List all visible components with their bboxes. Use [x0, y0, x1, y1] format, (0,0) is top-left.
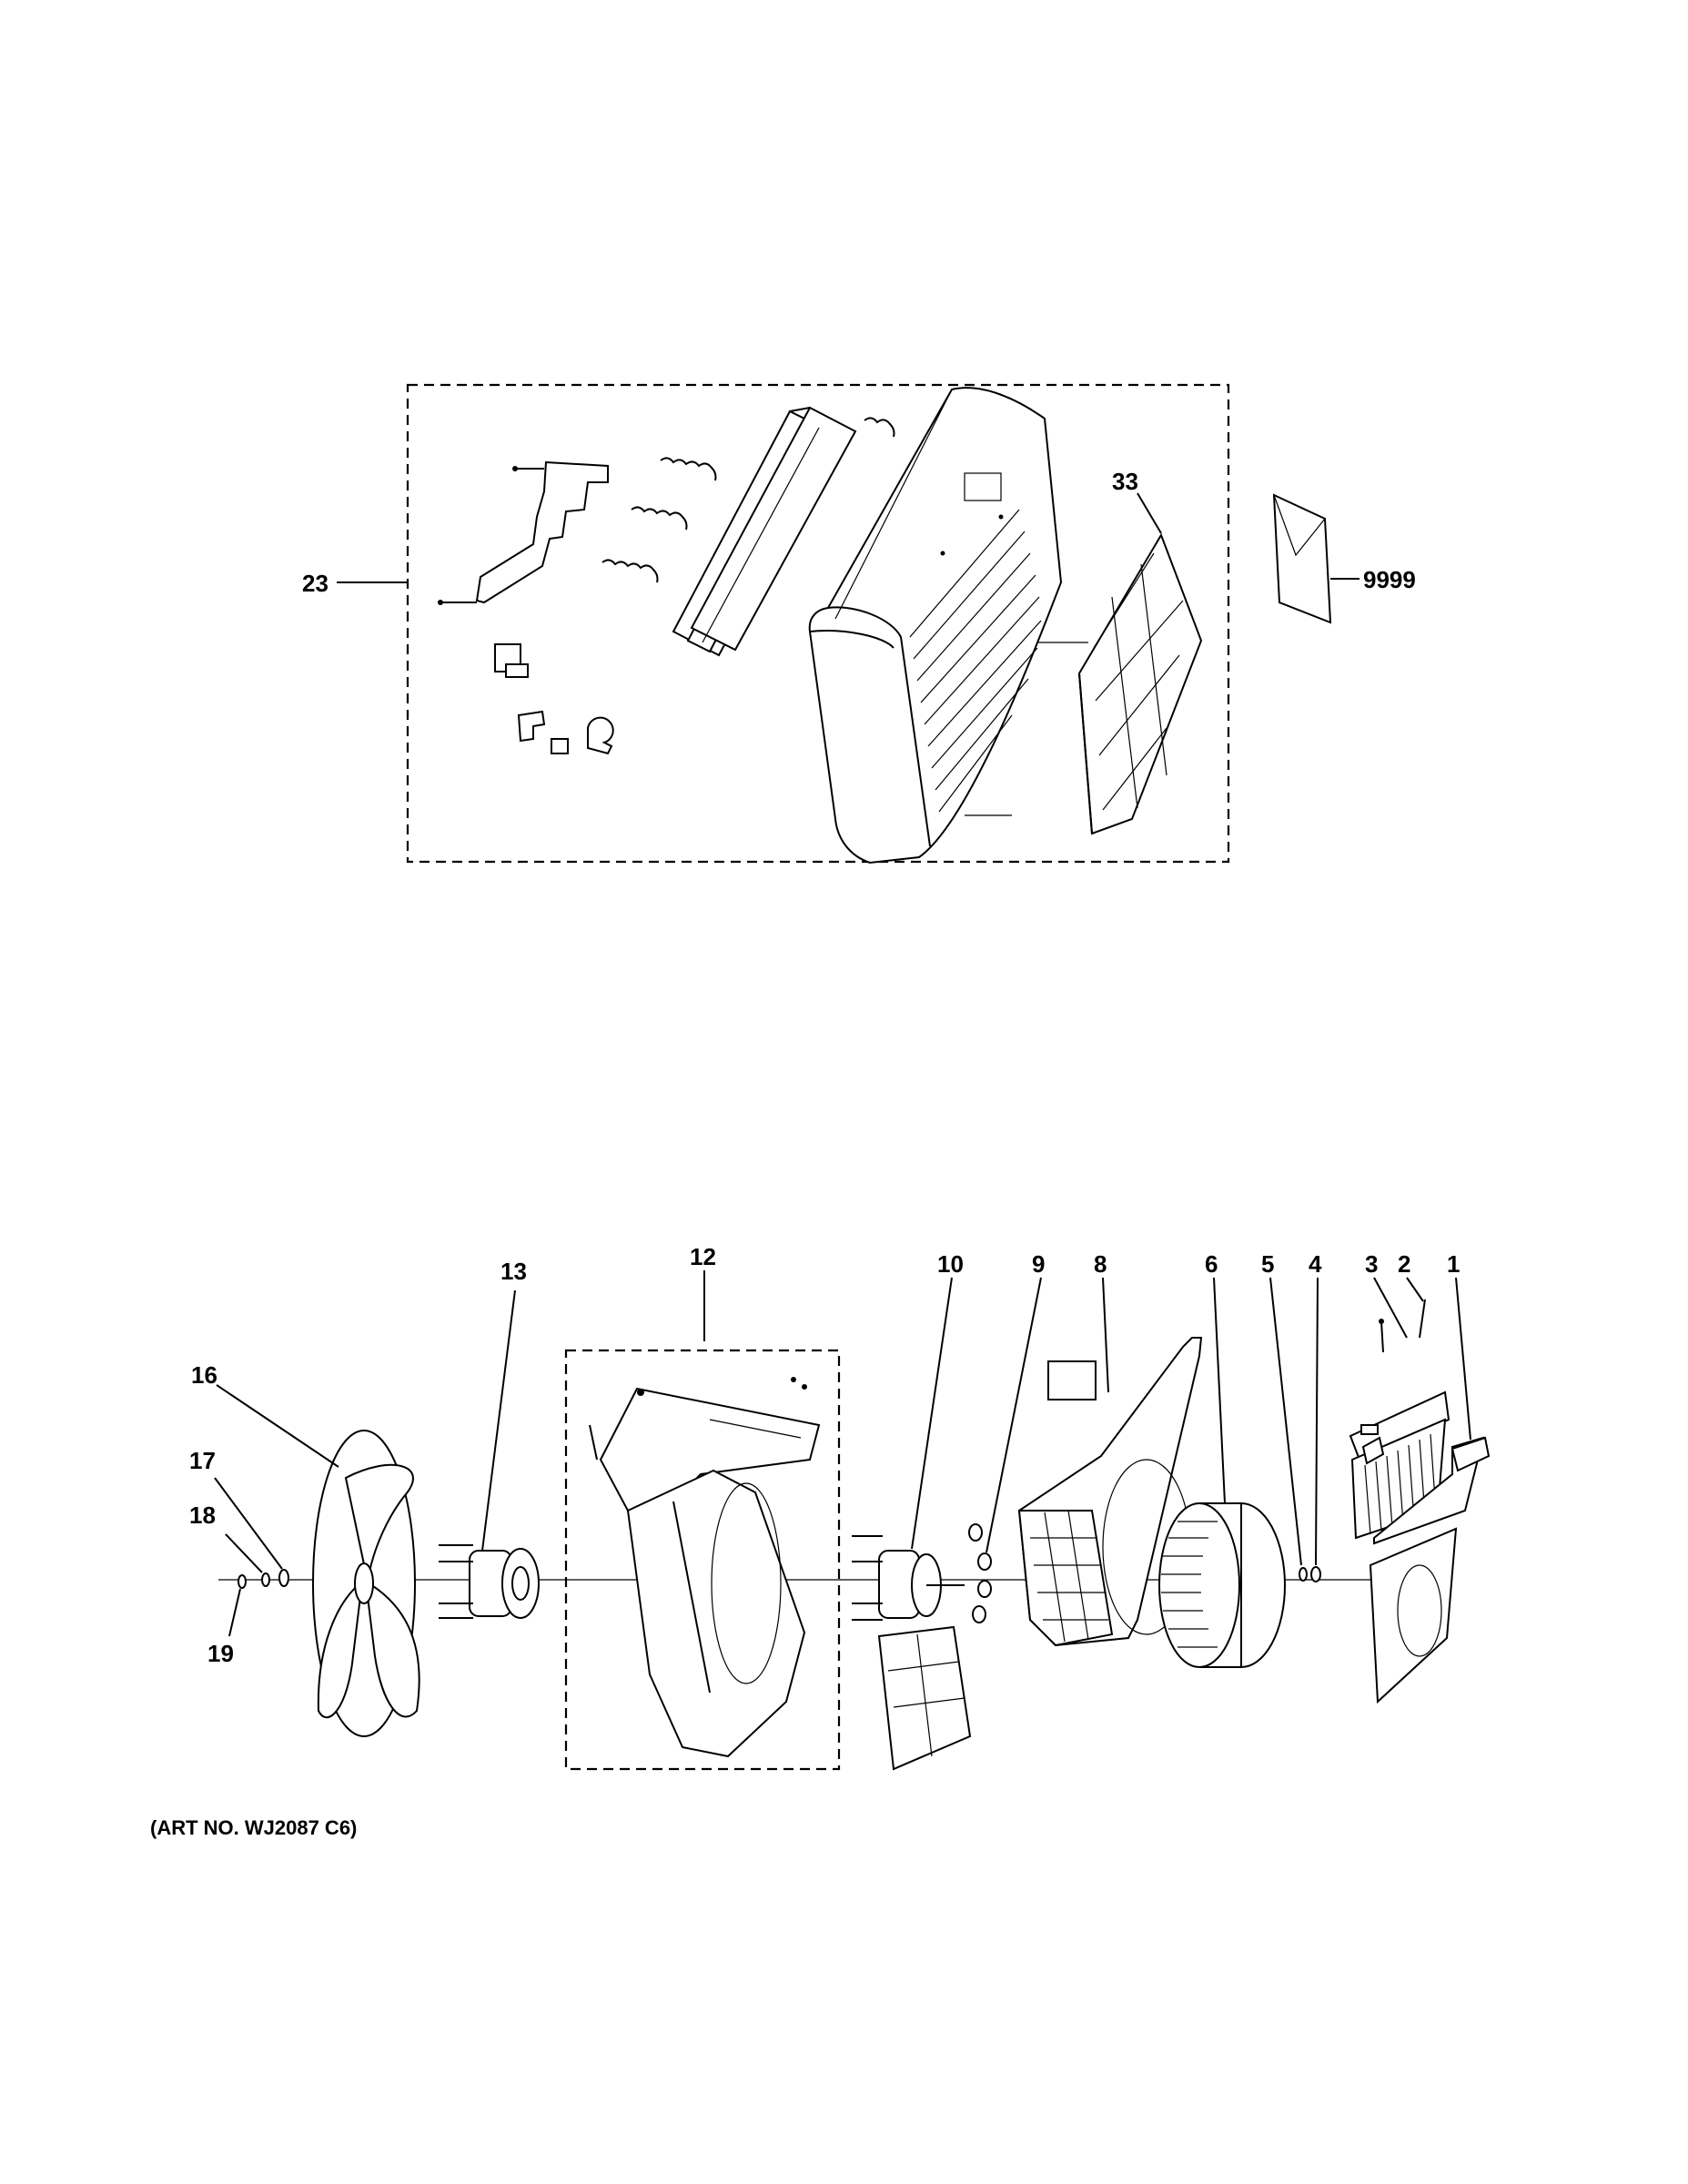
- callout-16: 16: [191, 1361, 217, 1389]
- leader-9: [986, 1277, 1042, 1553]
- callout-12: 12: [690, 1243, 716, 1270]
- fan-shroud: [589, 1377, 821, 1758]
- front-panel: [808, 387, 1063, 864]
- louver-rails: [672, 406, 857, 657]
- callout-9999: 9999: [1363, 566, 1416, 593]
- leader-19: [228, 1588, 241, 1637]
- callout-8: 8: [1094, 1250, 1107, 1278]
- kit-23-dashed-box: [406, 383, 1230, 864]
- leader-1: [1455, 1277, 1471, 1441]
- callout-33: 33: [1112, 468, 1138, 495]
- motor-grommets: [968, 1523, 992, 1623]
- leader-6: [1213, 1277, 1226, 1504]
- callout-17: 17: [189, 1447, 216, 1474]
- partition-panel: [877, 1625, 972, 1771]
- coil-springs: [601, 417, 895, 583]
- art-number-caption: (ART NO. WJ2087 C6): [150, 1816, 358, 1839]
- shaft-washers: [1299, 1566, 1321, 1582]
- leader-5: [1269, 1277, 1302, 1566]
- callout-4: 4: [1309, 1250, 1322, 1278]
- leader-4: [1315, 1277, 1319, 1566]
- callout-23: 23: [302, 570, 329, 597]
- air-filter: [1077, 532, 1203, 835]
- leader-13: [481, 1289, 516, 1552]
- evaporator-coil: [1349, 1299, 1450, 1540]
- callout-10: 10: [937, 1250, 964, 1278]
- callout-13: 13: [500, 1258, 527, 1285]
- grille-lines: [909, 509, 1042, 813]
- clip-parts: [494, 643, 614, 755]
- blower-motor: [852, 1535, 965, 1621]
- shroud-assembly-dashed-box: [564, 1349, 841, 1771]
- leader-17: [214, 1477, 283, 1570]
- leader-3: [1373, 1277, 1408, 1339]
- leader-16: [216, 1384, 339, 1468]
- leader-2: [1406, 1277, 1424, 1302]
- leader-10: [911, 1277, 953, 1550]
- literature-envelope: [1272, 493, 1332, 624]
- leader-18: [225, 1533, 263, 1573]
- bracket-plate: [438, 460, 609, 605]
- fan-hub-parts: [238, 1569, 289, 1589]
- blower-scroll-housing: [1017, 1337, 1203, 1647]
- callout-2: 2: [1398, 1250, 1410, 1278]
- callout-9: 9: [1032, 1250, 1045, 1278]
- callout-5: 5: [1261, 1250, 1274, 1278]
- callout-6: 6: [1205, 1250, 1218, 1278]
- condenser-fan-blade: [312, 1430, 420, 1737]
- callout-3: 3: [1365, 1250, 1378, 1278]
- callout-1: 1: [1447, 1250, 1460, 1278]
- leader-8: [1102, 1277, 1109, 1393]
- blower-wheel: [1158, 1502, 1286, 1668]
- fan-motor: [439, 1544, 540, 1619]
- leader-33: [1137, 492, 1162, 534]
- rear-plate: [1369, 1436, 1491, 1704]
- callout-18: 18: [189, 1502, 216, 1529]
- wheel-vanes: [1161, 1521, 1218, 1648]
- callout-19: 19: [207, 1640, 234, 1667]
